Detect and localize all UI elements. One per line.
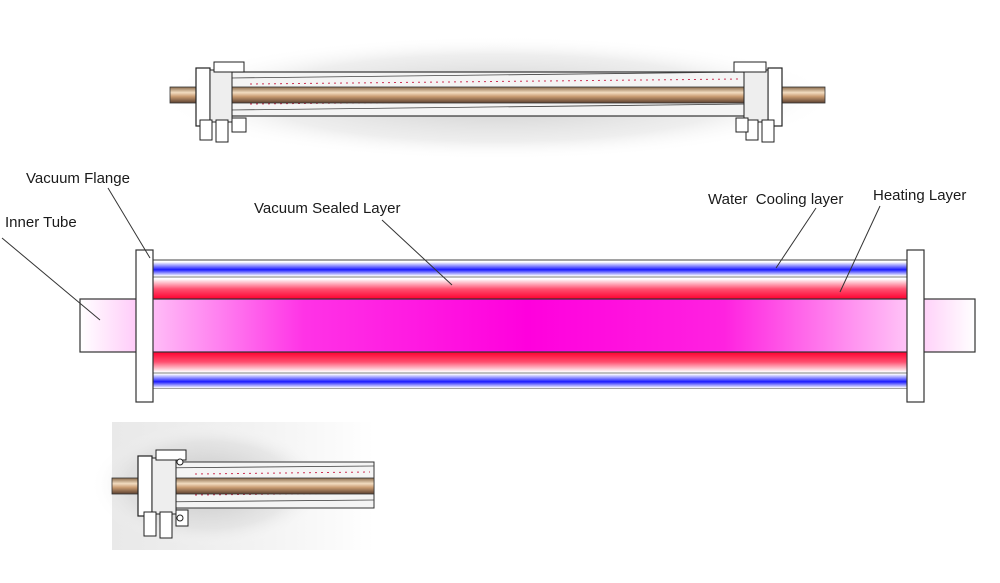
flange-detail-rendering [90,422,375,550]
label-inner-tube: Inner Tube [5,214,77,231]
cross-section-diagram [79,249,976,403]
leader-lines [1,187,881,321]
heating-layer-bottom [153,352,907,372]
top-tube-rendering [157,36,837,160]
water-cooling-layer-top [153,262,907,276]
label-water-cooling-layer: Water Cooling layer [708,191,843,208]
vacuum-flange-right [906,249,925,403]
vacuum-flange-left [135,249,154,403]
heating-layer-top [153,279,907,299]
label-vacuum-sealed-layer: Vacuum Sealed Layer [254,200,400,217]
water-cooling-layer-bottom [153,374,907,388]
label-vacuum-flange: Vacuum Flange [26,170,130,187]
inner-tube [79,298,976,353]
label-heating-layer: Heating Layer [873,187,966,204]
